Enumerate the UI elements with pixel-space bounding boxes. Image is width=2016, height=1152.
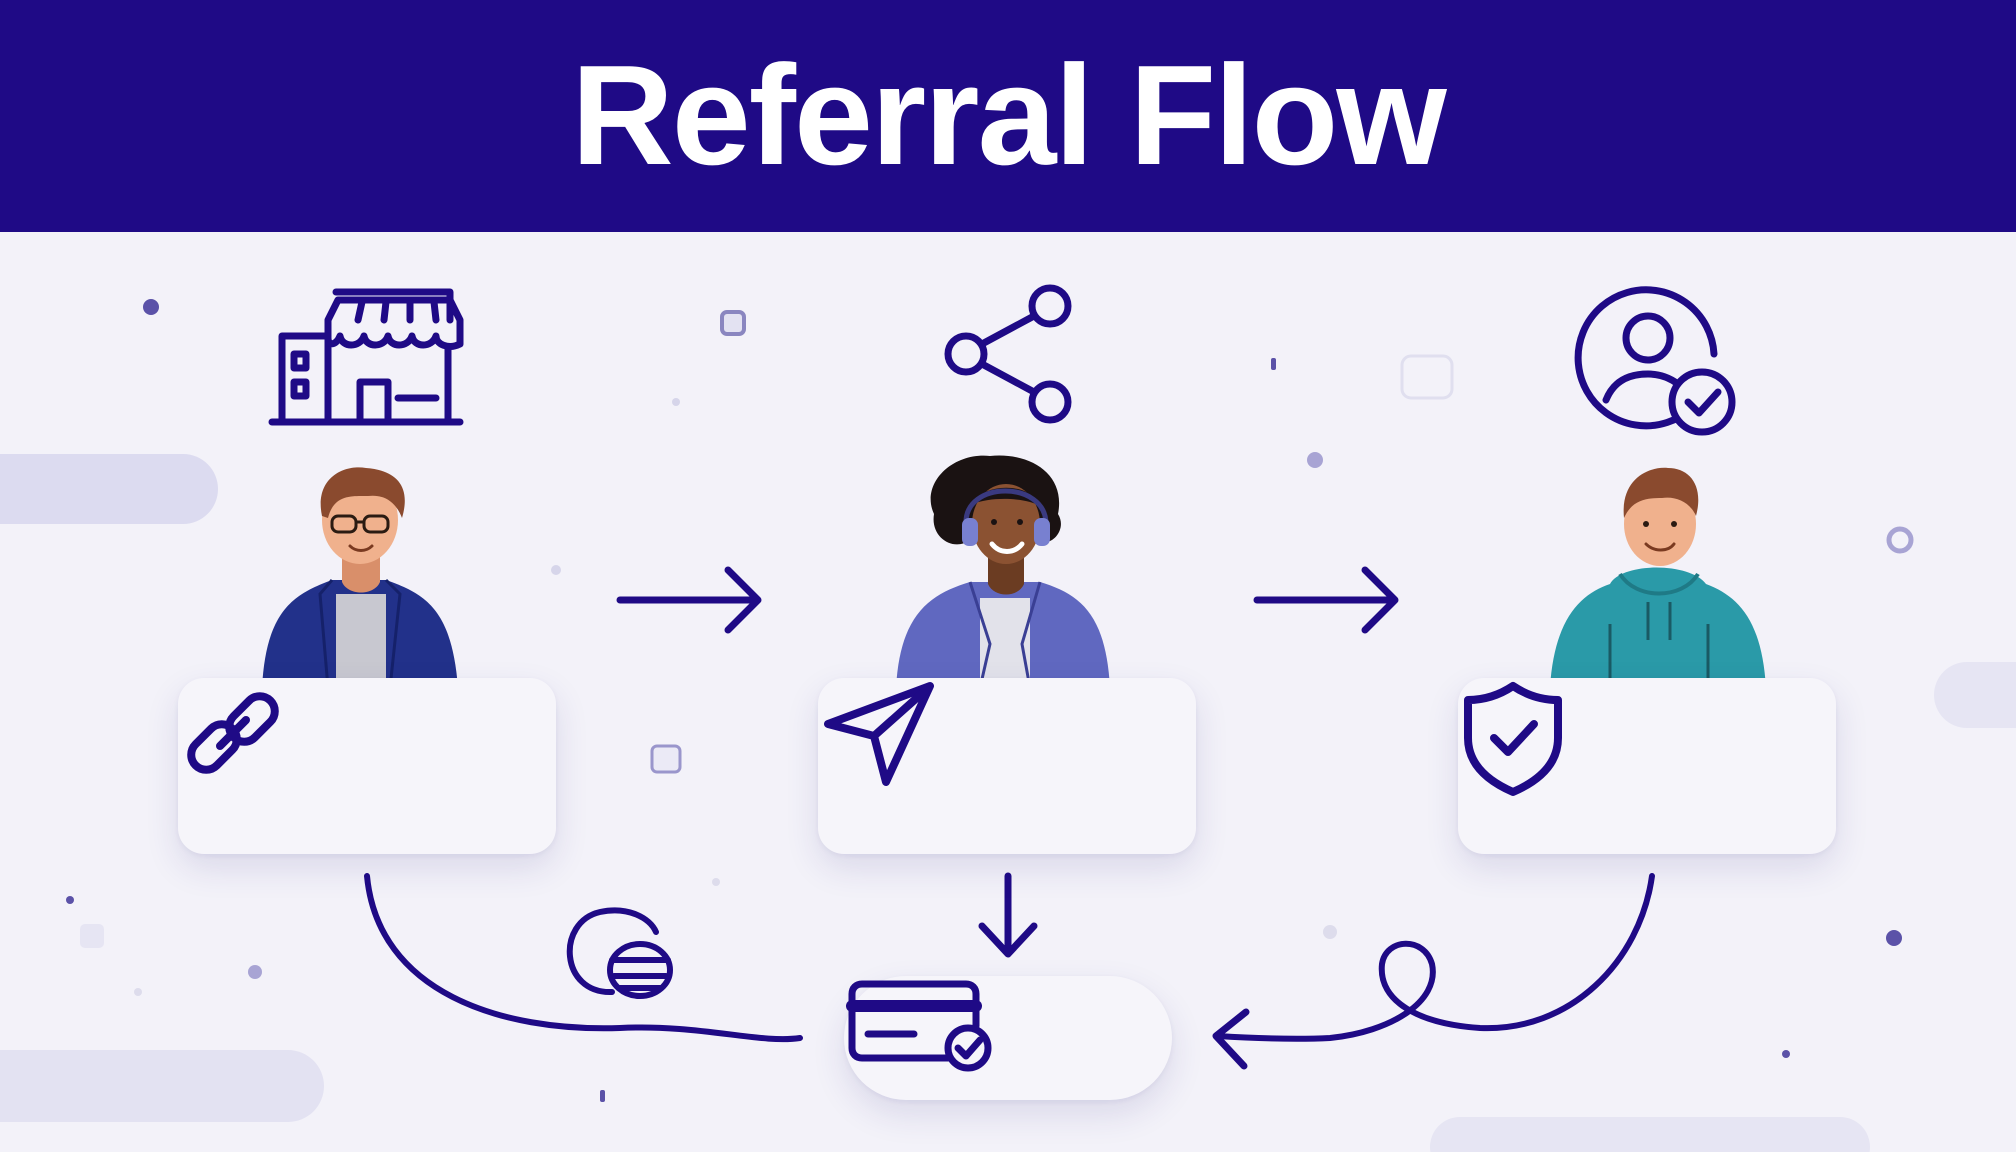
woman-with-headset-avatar [896,455,1110,688]
decor-dot [551,565,561,575]
step-card-send-invite[interactable] [818,678,1196,854]
arrowhead [1361,566,1399,634]
connector-step1-to-payout [364,873,803,1043]
decor-dot [1886,930,1902,946]
man-with-glasses-avatar [262,467,458,688]
share-icon [944,284,1072,424]
connector-step3-to-payout [1215,873,1655,1042]
decor-dash [1271,358,1276,370]
decor-pill [0,454,218,524]
arrowhead [724,566,762,634]
decor-dot [1782,1050,1790,1058]
step-card-share-link[interactable] [178,678,556,854]
decor-dot [134,988,142,996]
decor-dash [600,1090,605,1102]
man-in-hoodie-avatar [1550,467,1766,688]
decor-dot [1323,925,1337,939]
decor-dot [712,878,720,886]
decor-dot [143,299,159,315]
decor-square [80,924,104,948]
decor-square [650,744,682,774]
decor-square [720,310,746,336]
decor-pill [0,1050,324,1122]
arrowhead [978,922,1038,958]
decor-dot [1307,452,1323,468]
decor-pill [1934,662,2016,728]
payout-node[interactable] [844,976,1172,1100]
user-check-icon [1574,286,1736,436]
link-icon [187,692,279,774]
send-icon [824,682,934,786]
decor-pill [1430,1117,1870,1152]
storefront-icon [268,288,464,426]
credit-card-check-icon [846,980,992,1072]
referral-flow-diagram [0,232,2016,1152]
title-banner: Referral Flow [0,0,2016,232]
decor-ring [1886,526,1914,554]
decor-dot [248,965,262,979]
shield-check-icon [1464,682,1562,796]
coins-icon [566,907,673,999]
decor-square [1400,354,1454,400]
page-title: Referral Flow [571,36,1447,195]
decor-dot [672,398,680,406]
diagram-background [0,299,2016,1152]
arrowhead [1212,1008,1250,1070]
step-card-verify[interactable] [1458,678,1836,854]
decor-dot [66,896,74,904]
